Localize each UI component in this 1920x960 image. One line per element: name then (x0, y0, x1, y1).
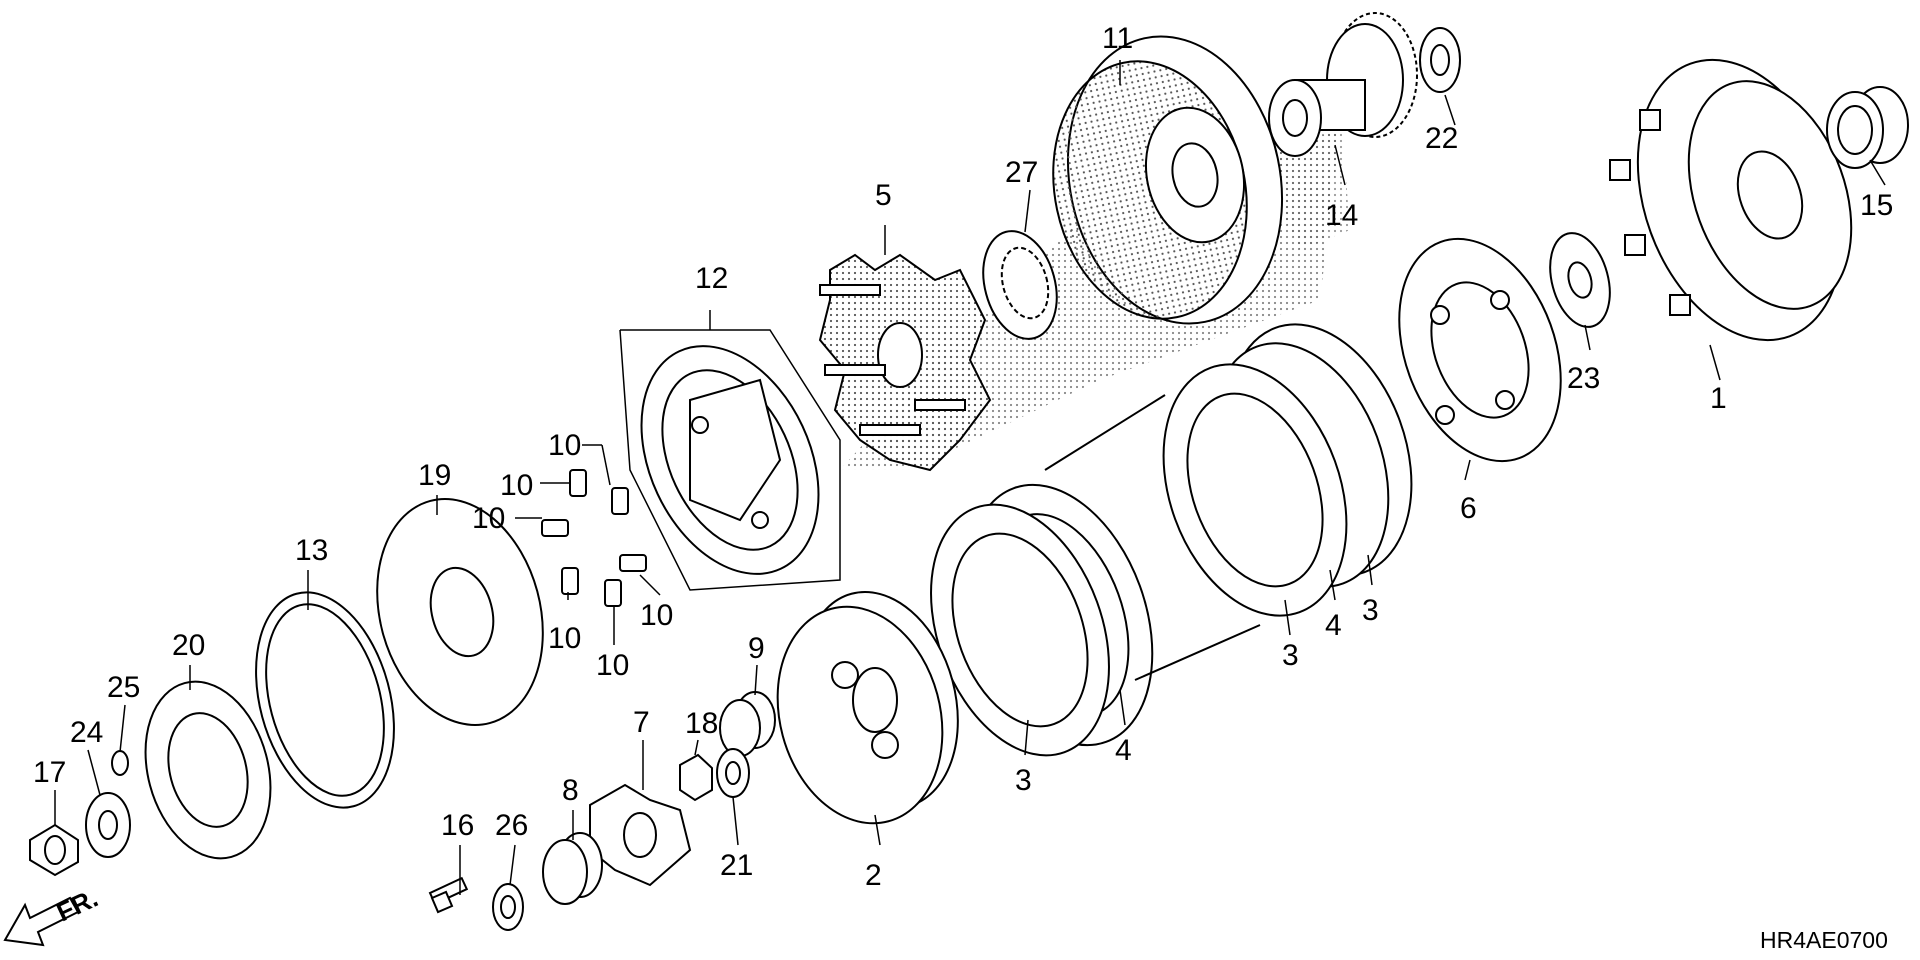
callout-18: 18 (685, 707, 718, 740)
callout-3a: 3 (1015, 764, 1032, 797)
part-plate-20 (144, 680, 272, 860)
part-weight-pins (541, 469, 647, 607)
callout-15: 15 (1860, 189, 1893, 222)
part-clutch-plates-right (1162, 323, 1413, 617)
part-bolt (428, 876, 469, 914)
callout-10d: 10 (548, 622, 581, 655)
leader-lines (54, 60, 1886, 895)
callout-25: 25 (107, 671, 140, 704)
callout-10a: 10 (548, 429, 581, 462)
callout-12: 12 (695, 262, 728, 295)
callout-27: 27 (1005, 156, 1038, 189)
callout-24: 24 (70, 716, 103, 749)
callout-3c: 3 (1362, 594, 1379, 627)
callout-10c: 10 (472, 502, 505, 535)
callout-5: 5 (875, 179, 892, 212)
part-clutch-center (776, 590, 959, 825)
callout-4b: 4 (1325, 609, 1342, 642)
callout-3b: 3 (1282, 639, 1299, 672)
callout-4a: 4 (1115, 734, 1132, 767)
callout-14: 14 (1325, 199, 1358, 232)
part-centrifugal-weight-assembly (619, 329, 841, 591)
callout-7: 7 (633, 706, 650, 739)
part-spring (719, 691, 776, 757)
callout-21: 21 (720, 849, 753, 882)
part-clutch-plates-left (930, 394, 1261, 757)
part-seal (542, 832, 603, 905)
part-pressure-plate (1398, 237, 1562, 463)
front-direction-arrow: FR. (3, 883, 103, 947)
part-clutch-drum (1052, 35, 1284, 325)
callout-10b: 10 (500, 469, 533, 502)
callout-9: 9 (748, 632, 765, 665)
part-washer-23 (1549, 232, 1611, 328)
callout-19: 19 (418, 459, 451, 492)
part-nut-18 (679, 753, 713, 802)
callout-10e: 10 (596, 649, 629, 682)
callout-17: 17 (33, 756, 66, 789)
callout-2: 2 (865, 859, 882, 892)
part-bearing (492, 883, 524, 931)
part-clutch-outer-housing (1609, 58, 1853, 342)
callout-20: 20 (172, 629, 205, 662)
diagram-code: HR4AE0700 (1760, 927, 1888, 953)
part-drive-plate (818, 253, 992, 472)
callout-26: 26 (495, 809, 528, 842)
part-primary-drive-gear (1268, 12, 1418, 157)
part-bushing (1826, 86, 1909, 169)
callout-22: 22 (1425, 122, 1458, 155)
callout-8: 8 (562, 774, 579, 807)
part-lock-plate (589, 783, 692, 887)
callout-10f: 10 (640, 599, 673, 632)
callout-16: 16 (441, 809, 474, 842)
part-one-way-clutch (982, 230, 1058, 340)
part-nut-17 (29, 823, 79, 877)
part-plate-19 (376, 498, 544, 726)
part-washer-21 (716, 748, 750, 798)
part-washer-24 (85, 792, 131, 858)
callout-labels: 1 2 3 3 3 4 4 5 6 7 8 9 10 10 10 10 10 1… (33, 22, 1893, 892)
callout-11: 11 (1102, 22, 1133, 55)
part-washer-22 (1419, 27, 1461, 93)
part-ring-13 (255, 591, 395, 809)
callout-13: 13 (295, 534, 328, 567)
callout-23: 23 (1567, 362, 1600, 395)
part-washer-25 (111, 750, 129, 776)
callout-1: 1 (1710, 382, 1727, 415)
callout-6: 6 (1460, 492, 1477, 525)
